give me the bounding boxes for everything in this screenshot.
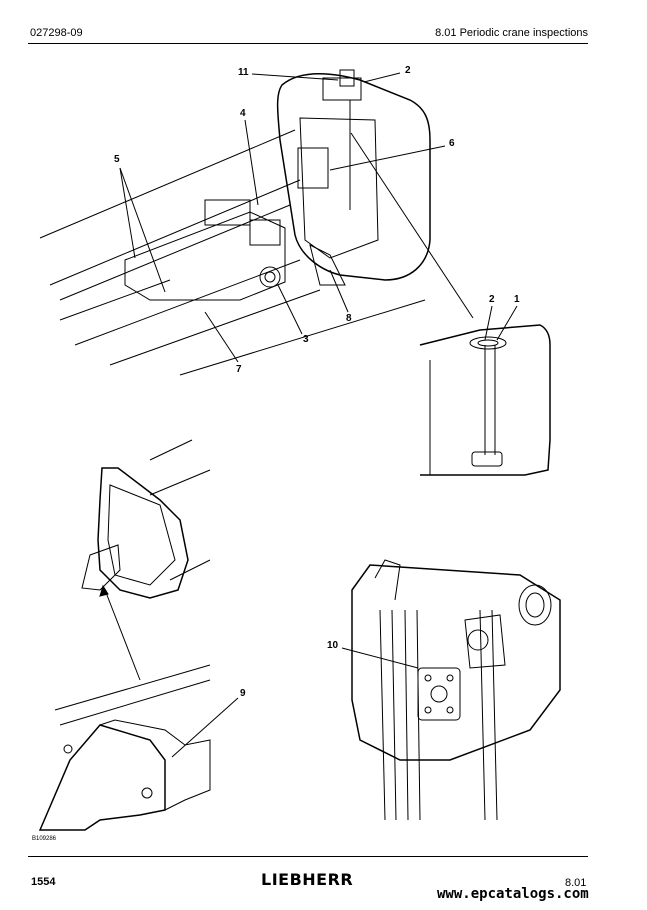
footer-section: 8.01 [565, 877, 587, 889]
callout-8: 8 [346, 313, 352, 324]
section-title: 8.01 Periodic crane inspections [435, 27, 588, 39]
footer-rule [28, 856, 588, 857]
callout-9: 9 [240, 688, 246, 699]
callout-2-detail: 2 [489, 294, 495, 305]
boom-overview-drawing [39, 69, 431, 376]
callout-leaders-top [119, 72, 474, 363]
watermark-link[interactable]: www.epcatalogs.com [437, 886, 589, 902]
callout-6: 6 [449, 138, 455, 149]
callout-5: 5 [114, 154, 120, 165]
callout-10: 10 [327, 640, 339, 651]
detail-view-top-right [419, 305, 551, 476]
boom-end-view-drawing [81, 439, 211, 681]
callout-3: 3 [303, 334, 309, 345]
detail-view-bottom-right [341, 559, 561, 821]
header-rule [28, 43, 588, 44]
callout-11: 11 [238, 67, 249, 78]
image-reference-code: B109286 [32, 836, 57, 842]
liebherr-logo: LIEBHERR [261, 870, 354, 889]
callout-2-top: 2 [405, 65, 411, 76]
document-number: 027298-09 [30, 27, 83, 39]
callout-4: 4 [240, 108, 246, 119]
callout-1: 1 [514, 294, 520, 305]
detail-view-bottom-left [38, 664, 239, 831]
callout-7: 7 [236, 364, 242, 375]
page-number: 1554 [31, 876, 56, 888]
